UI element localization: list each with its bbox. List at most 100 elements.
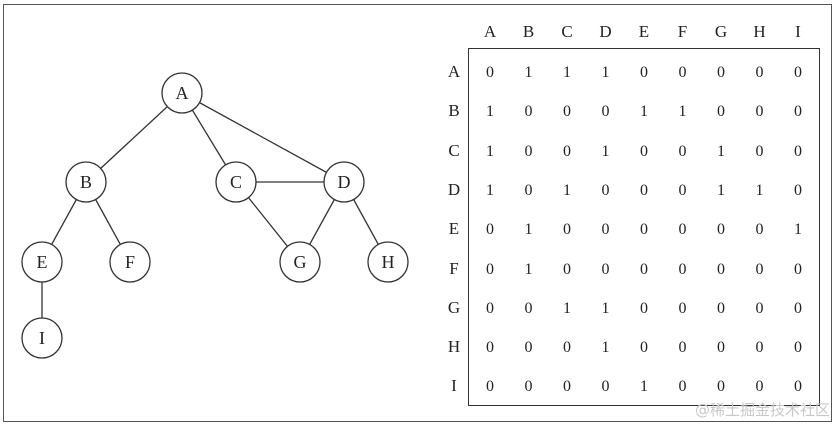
matrix-cell: 1 bbox=[640, 103, 648, 121]
matrix-cell: 1 bbox=[601, 142, 610, 160]
edge-a-d bbox=[181, 92, 345, 183]
matrix-cell: 1 bbox=[717, 142, 725, 160]
matrix-cell: 0 bbox=[678, 299, 687, 317]
node-circle bbox=[161, 72, 203, 114]
matrix-cell: 0 bbox=[678, 64, 687, 81]
node-circle bbox=[215, 161, 257, 203]
matrix-cell: 0 bbox=[563, 142, 571, 160]
matrix-cell: 0 bbox=[486, 299, 494, 317]
node-circle bbox=[323, 161, 365, 203]
node-label: G bbox=[294, 252, 307, 272]
figure-frame bbox=[3, 4, 832, 422]
node-c: C bbox=[215, 161, 257, 203]
matrix-cell: 1 bbox=[601, 299, 610, 317]
matrix-cell: 0 bbox=[678, 142, 687, 160]
matrix-cell: 0 bbox=[755, 299, 764, 317]
matrix-cell: 0 bbox=[717, 221, 725, 239]
node-d: D bbox=[323, 161, 365, 203]
matrix-cell: 0 bbox=[717, 299, 725, 317]
row-header-f: F bbox=[449, 258, 459, 278]
row-header-g: G bbox=[447, 297, 461, 317]
column-header-i: I bbox=[795, 22, 801, 41]
matrix-cell: 1 bbox=[486, 103, 494, 121]
matrix-cell: 0 bbox=[678, 221, 687, 239]
matrix-cell: 0 bbox=[794, 260, 802, 278]
matrix-cell: 0 bbox=[794, 299, 802, 317]
matrix-cell: 0 bbox=[524, 142, 533, 160]
matrix-cell: 0 bbox=[755, 260, 764, 278]
matrix-cell: 0 bbox=[678, 260, 687, 278]
matrix-cell: 0 bbox=[755, 142, 764, 160]
row-header-e: E bbox=[448, 219, 460, 239]
matrix-cell: 1 bbox=[486, 181, 494, 199]
matrix-cell: 0 bbox=[640, 181, 648, 199]
node-label: F bbox=[125, 252, 135, 272]
node-g: G bbox=[279, 241, 321, 283]
node-b: B bbox=[65, 161, 107, 203]
watermark: @稀土掘金技术社区 bbox=[694, 401, 830, 419]
matrix-cell: 0 bbox=[486, 221, 494, 239]
matrix-cell: 1 bbox=[601, 339, 610, 357]
matrix-cell: 1 bbox=[717, 181, 725, 199]
matrix-cell: 0 bbox=[755, 221, 764, 239]
matrix-cell: 0 bbox=[524, 299, 533, 317]
matrix-cell: 1 bbox=[794, 221, 802, 239]
column-header-h: H bbox=[753, 22, 766, 41]
column-header-g: G bbox=[714, 22, 728, 41]
column-header-f: F bbox=[677, 22, 688, 41]
node-circle bbox=[21, 317, 63, 359]
matrix-cell: 0 bbox=[563, 221, 571, 239]
matrix-cell: 0 bbox=[601, 221, 610, 239]
matrix-cell: 0 bbox=[640, 260, 648, 278]
adjacency-matrix-box bbox=[468, 48, 820, 406]
node-circle bbox=[65, 161, 107, 203]
matrix-cell: 1 bbox=[678, 103, 687, 121]
node-label: D bbox=[338, 172, 351, 192]
node-label: A bbox=[176, 83, 189, 103]
matrix-cell: 0 bbox=[794, 64, 802, 81]
matrix-cell: 0 bbox=[755, 64, 764, 81]
matrix-cell: 0 bbox=[755, 103, 764, 121]
node-circle bbox=[367, 241, 409, 283]
matrix-cell: 0 bbox=[717, 339, 725, 357]
matrix-cell: 0 bbox=[524, 103, 533, 121]
node-circle bbox=[109, 241, 151, 283]
matrix-cell: 0 bbox=[486, 378, 494, 396]
row-header-h: H bbox=[447, 337, 461, 357]
node-label: C bbox=[230, 172, 242, 192]
matrix-cell: 0 bbox=[678, 378, 687, 396]
column-header-d: D bbox=[599, 22, 612, 41]
matrix-cell: 0 bbox=[524, 181, 533, 199]
node-a: A bbox=[161, 72, 203, 114]
matrix-cell: 0 bbox=[601, 181, 610, 199]
matrix-cell: 1 bbox=[640, 378, 648, 396]
matrix-cell: 1 bbox=[486, 142, 494, 160]
matrix-cell: 0 bbox=[524, 339, 533, 357]
matrix-cell: 0 bbox=[563, 260, 571, 278]
matrix-cell: 0 bbox=[794, 181, 802, 199]
graph-edges bbox=[41, 92, 389, 338]
node-label: H bbox=[382, 252, 395, 272]
matrix-cell: 0 bbox=[563, 339, 571, 357]
column-header-b: B bbox=[522, 22, 535, 41]
matrix-cell: 0 bbox=[640, 221, 648, 239]
row-header-b: B bbox=[448, 101, 460, 121]
matrix-cell: 0 bbox=[640, 64, 648, 81]
matrix-cell: 1 bbox=[563, 64, 571, 81]
matrix-cell: 0 bbox=[717, 64, 725, 81]
matrix-cell: 1 bbox=[563, 299, 571, 317]
matrix-cell: 0 bbox=[717, 378, 725, 396]
matrix-cell: 0 bbox=[794, 378, 802, 396]
node-h: H bbox=[367, 241, 409, 283]
edge-a-b bbox=[85, 92, 183, 183]
row-header-a: A bbox=[447, 62, 461, 81]
matrix-cell: 0 bbox=[640, 299, 648, 317]
matrix-cell: 0 bbox=[794, 142, 802, 160]
matrix-cell: 0 bbox=[678, 339, 687, 357]
matrix-cell: 0 bbox=[486, 260, 494, 278]
row-header-c: C bbox=[448, 140, 460, 160]
node-label: I bbox=[39, 328, 45, 348]
matrix-cell: 0 bbox=[601, 378, 610, 396]
row-header-d: D bbox=[447, 179, 461, 199]
